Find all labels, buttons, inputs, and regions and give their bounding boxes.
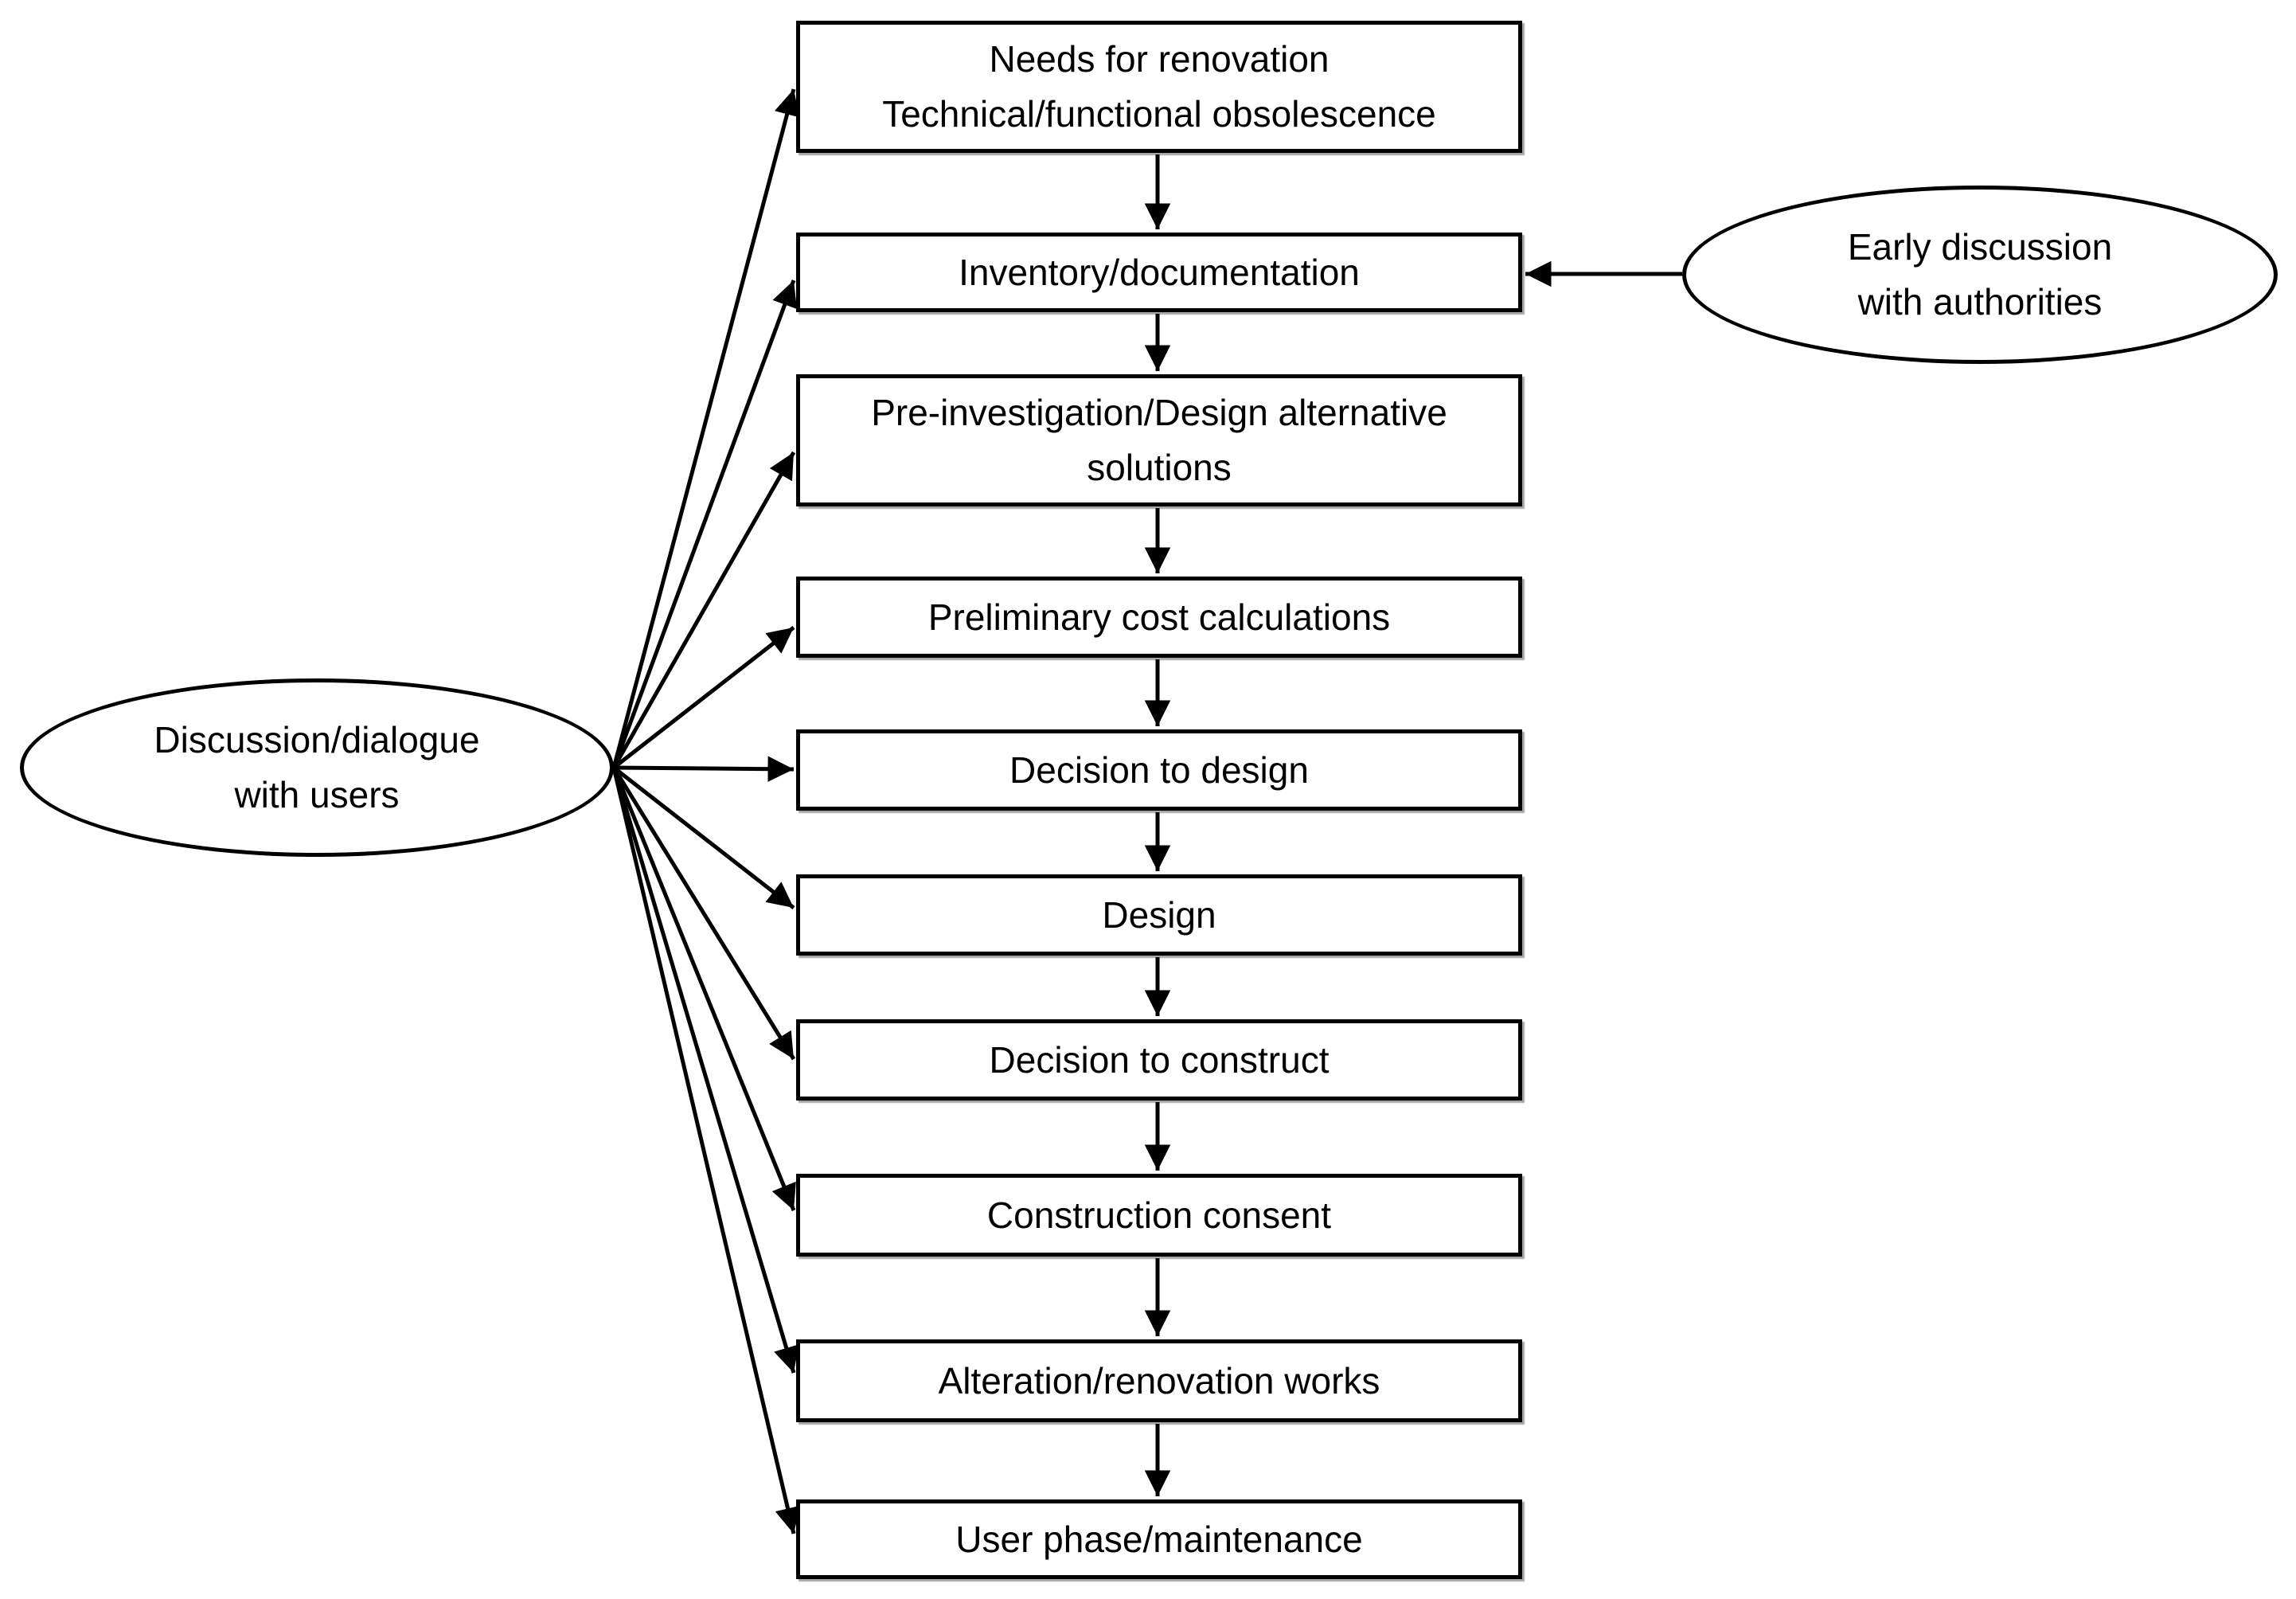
arrow-users-to-design (612, 766, 795, 909)
arrow-users-to-decision-construct (611, 766, 796, 1061)
flow-step-alteration-works: Alteration/renovation works (796, 1339, 1522, 1422)
flow-step-label: Decision to construct (989, 1038, 1330, 1081)
arrow-users-to-needs (611, 88, 800, 768)
ellipse-label: Discussion/dialogue with users (154, 719, 480, 815)
arrow-users-to-user-phase (611, 767, 801, 1534)
ellipse-discussion-with-users: Discussion/dialogue with users (20, 678, 614, 857)
flow-step-label: Design (1102, 893, 1216, 936)
flow-step-design: Design (796, 874, 1522, 956)
flow-step-label: Inventory/documentation (959, 251, 1360, 293)
flow-step-label: Needs for renovation Technical/functiona… (882, 38, 1436, 135)
flow-step-label: Construction consent (986, 1194, 1332, 1236)
flow-step-construction-consent: Construction consent (796, 1174, 1522, 1257)
flow-step-label: User phase/maintenance (955, 1518, 1363, 1560)
flow-step-decision-construct: Decision to construct (796, 1019, 1522, 1101)
flow-step-label: Pre-investigation/Design alternative sol… (871, 392, 1447, 488)
flow-step-inventory: Inventory/documentation (796, 233, 1522, 312)
arrow-users-to-decision-design (613, 756, 795, 782)
flow-step-preinvestigation: Pre-investigation/Design alternative sol… (796, 374, 1522, 506)
flow-step-preliminary-cost: Preliminary cost calculations (796, 577, 1522, 658)
flow-step-needs: Needs for renovation Technical/functiona… (796, 21, 1522, 153)
ellipse-label: Early discussion with authorities (1847, 226, 2113, 323)
arrow-users-to-preinvestigation (611, 451, 796, 769)
arrow-users-to-inventory (611, 280, 797, 768)
arrow-users-to-cost (612, 626, 795, 769)
arrow-users-to-alteration (611, 767, 799, 1374)
flow-step-user-phase: User phase/maintenance (796, 1499, 1522, 1579)
flow-step-decision-design: Decision to design (796, 729, 1522, 811)
ellipse-early-discussion-authorities: Early discussion with authorities (1682, 186, 2278, 364)
flow-step-label: Alteration/renovation works (938, 1359, 1380, 1402)
arrow-users-to-consent (611, 767, 796, 1211)
flow-step-label: Preliminary cost calculations (927, 596, 1391, 638)
flow-step-label: Decision to design (1009, 749, 1309, 791)
